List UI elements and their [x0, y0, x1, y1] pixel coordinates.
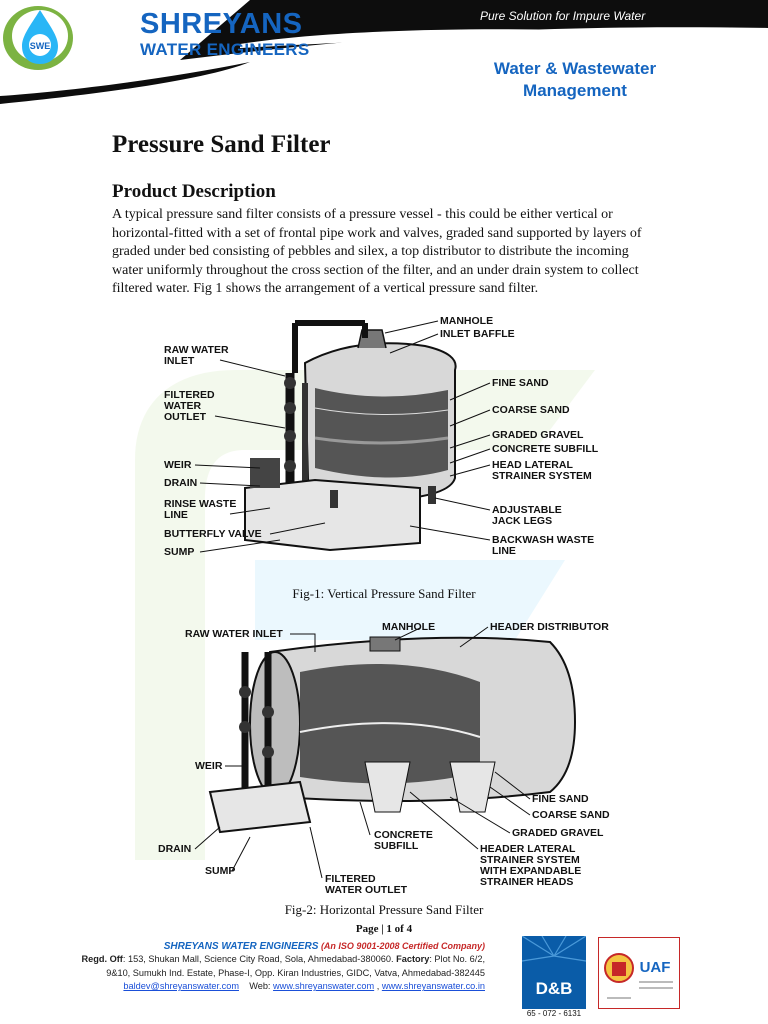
- company-subname: WATER ENGINEERS: [140, 40, 310, 59]
- fig1-label-drain: DRAIN: [164, 477, 197, 489]
- fig2-label-header-distributor: HEADER DISTRIBUTOR: [490, 621, 609, 633]
- tagline: Pure Solution for Impure Water: [480, 9, 646, 23]
- page-number: Page | 1 of 4: [355, 923, 413, 935]
- header-subtitle: Water & Wastewater Management: [470, 58, 680, 102]
- product-description: A typical pressure sand filter consists …: [112, 207, 642, 297]
- svg-text:D&B: D&B: [536, 979, 573, 998]
- dnb-badge: D&B: [521, 935, 587, 1009]
- fig2-label-sump: SUMP: [205, 865, 235, 877]
- fig2-label-concrete: CONCRETE: [374, 829, 433, 841]
- footer-address-line: Regd. Off: 153, Shukan Mall, Science Cit…: [0, 953, 500, 966]
- footer-web-label: Web:: [249, 981, 271, 992]
- page-title: Pressure Sand Filter: [112, 131, 331, 158]
- fig2-label-coarse-sand: COARSE SAND: [532, 809, 610, 821]
- footer-factory-text: : Plot No. 6/2,: [429, 954, 485, 965]
- fig2-label-graded-gravel: GRADED GRAVEL: [512, 827, 604, 839]
- company-logo: SWE: [3, 6, 73, 70]
- fig1-label-concrete-subfill: CONCRETE SUBFILL: [492, 443, 599, 455]
- figure-vertical-filter: RAW WATER INLET FILTERED WATER OUTLET WE…: [164, 315, 599, 558]
- fig1-label-rinse-waste: RINSE WASTE: [164, 498, 236, 510]
- fig1-label-butterfly-valve: BUTTERFLY VALVE: [164, 528, 262, 540]
- footer-regd-label: Regd. Off: [81, 954, 123, 965]
- dnb-logo-icon: D&B: [521, 935, 587, 1009]
- footer-factory-label: Factory: [396, 954, 430, 965]
- dnb-number: 65 - 072 - 6131: [526, 1009, 582, 1018]
- fig2-label-drain: DRAIN: [158, 843, 191, 855]
- figure2-caption: Fig-2: Horizontal Pressure Sand Filter: [284, 902, 484, 917]
- svg-text:SWE: SWE: [30, 41, 51, 51]
- fig1-label-sump: SUMP: [164, 546, 194, 558]
- footer-web-link-1[interactable]: www.shreyanswater.com: [273, 981, 375, 992]
- fig1-label-raw-water: RAW WATER: [164, 344, 229, 356]
- figure1-caption: Fig-1: Vertical Pressure Sand Filter: [292, 586, 476, 601]
- fig1-label-manhole: MANHOLE: [440, 315, 493, 327]
- footer-address-line-2: 9&10, Sumukh Ind. Estate, Phase-I, Opp. …: [106, 967, 485, 978]
- fig2-label-subfill: SUBFILL: [374, 840, 419, 852]
- fig1-label-backwash-waste: BACKWASH WASTE: [492, 534, 594, 546]
- fig2-label-fine-sand: FINE SAND: [532, 793, 589, 805]
- fig1-label-adjustable: ADJUSTABLE: [492, 504, 562, 516]
- footer-email-link[interactable]: baldev@shreyanswater.com: [123, 981, 239, 992]
- subtitle-line-1: Water & Wastewater: [493, 59, 657, 78]
- background-watermark: [135, 370, 595, 860]
- fig2-label-weir: WEIR: [195, 760, 223, 772]
- page-header: SWE SHREYANS WATER ENGINEERS Pure Soluti…: [0, 0, 768, 115]
- footer-web-separator: ,: [376, 981, 380, 992]
- subtitle-line-2: Management: [523, 81, 627, 100]
- fig2-label-filtered: FILTERED: [325, 873, 376, 885]
- page-footer: SHREYANS WATER ENGINEERS (An ISO 9001-20…: [0, 940, 500, 994]
- header-banner-graphic: [0, 0, 768, 104]
- fig2-label-with-expandable: WITH EXPANDABLE: [480, 865, 581, 877]
- fig2-label-strainer-system: STRAINER SYSTEM: [480, 854, 580, 866]
- fig1-label-head-lateral: HEAD LATERAL: [492, 459, 573, 471]
- fig1-label-jack-legs: JACK LEGS: [492, 515, 552, 527]
- fig2-label-water-outlet: WATER OUTLET: [325, 884, 408, 896]
- footer-company-name: SHREYANS WATER ENGINEERS: [163, 941, 319, 952]
- section-heading: Product Description: [112, 181, 276, 202]
- fig1-label-coarse-sand: COARSE SAND: [492, 404, 570, 416]
- fig1-label-backwash-line: LINE: [492, 545, 516, 557]
- fig1-label-water: WATER: [164, 400, 202, 412]
- svg-text:UAF: UAF: [640, 959, 671, 976]
- certification-seal-icon: UAF: [604, 953, 673, 999]
- fig1-label-outlet: OUTLET: [164, 411, 207, 423]
- fig1-label-strainer-system: STRAINER SYSTEM: [492, 470, 592, 482]
- fig2-label-raw-water-inlet: RAW WATER INLET: [185, 628, 283, 640]
- fig1-label-inlet-baffle: INLET BAFFLE: [440, 328, 515, 340]
- footer-contact-line: baldev@shreyanswater.com Web: www.shreya…: [0, 980, 500, 993]
- company-name: SHREYANS: [140, 8, 303, 40]
- figure-horizontal-filter: RAW WATER INLET MANHOLE HEADER DISTRIBUT…: [158, 621, 610, 896]
- fig1-label-weir: WEIR: [164, 459, 192, 471]
- certification-badge: UAF: [598, 937, 680, 1009]
- fig2-label-manhole: MANHOLE: [382, 621, 435, 633]
- fig2-label-header-lateral: HEADER LATERAL: [480, 843, 576, 855]
- fig1-label-filtered: FILTERED: [164, 389, 215, 401]
- footer-company-line: SHREYANS WATER ENGINEERS (An ISO 9001-20…: [0, 940, 500, 953]
- fig2-label-strainer-heads: STRAINER HEADS: [480, 876, 573, 888]
- footer-iso-note: (An ISO 9001-2008 Certified Company): [320, 941, 485, 951]
- footer-regd-text: : 153, Shukan Mall, Science City Road, S…: [122, 954, 397, 965]
- fig1-label-inlet: INLET: [164, 355, 195, 367]
- fig1-label-graded-gravel: GRADED GRAVEL: [492, 429, 584, 441]
- footer-web-link-2[interactable]: www.shreyanswater.co.in: [381, 981, 485, 992]
- fig1-label-fine-sand: FINE SAND: [492, 377, 549, 389]
- fig1-label-line: LINE: [164, 509, 188, 521]
